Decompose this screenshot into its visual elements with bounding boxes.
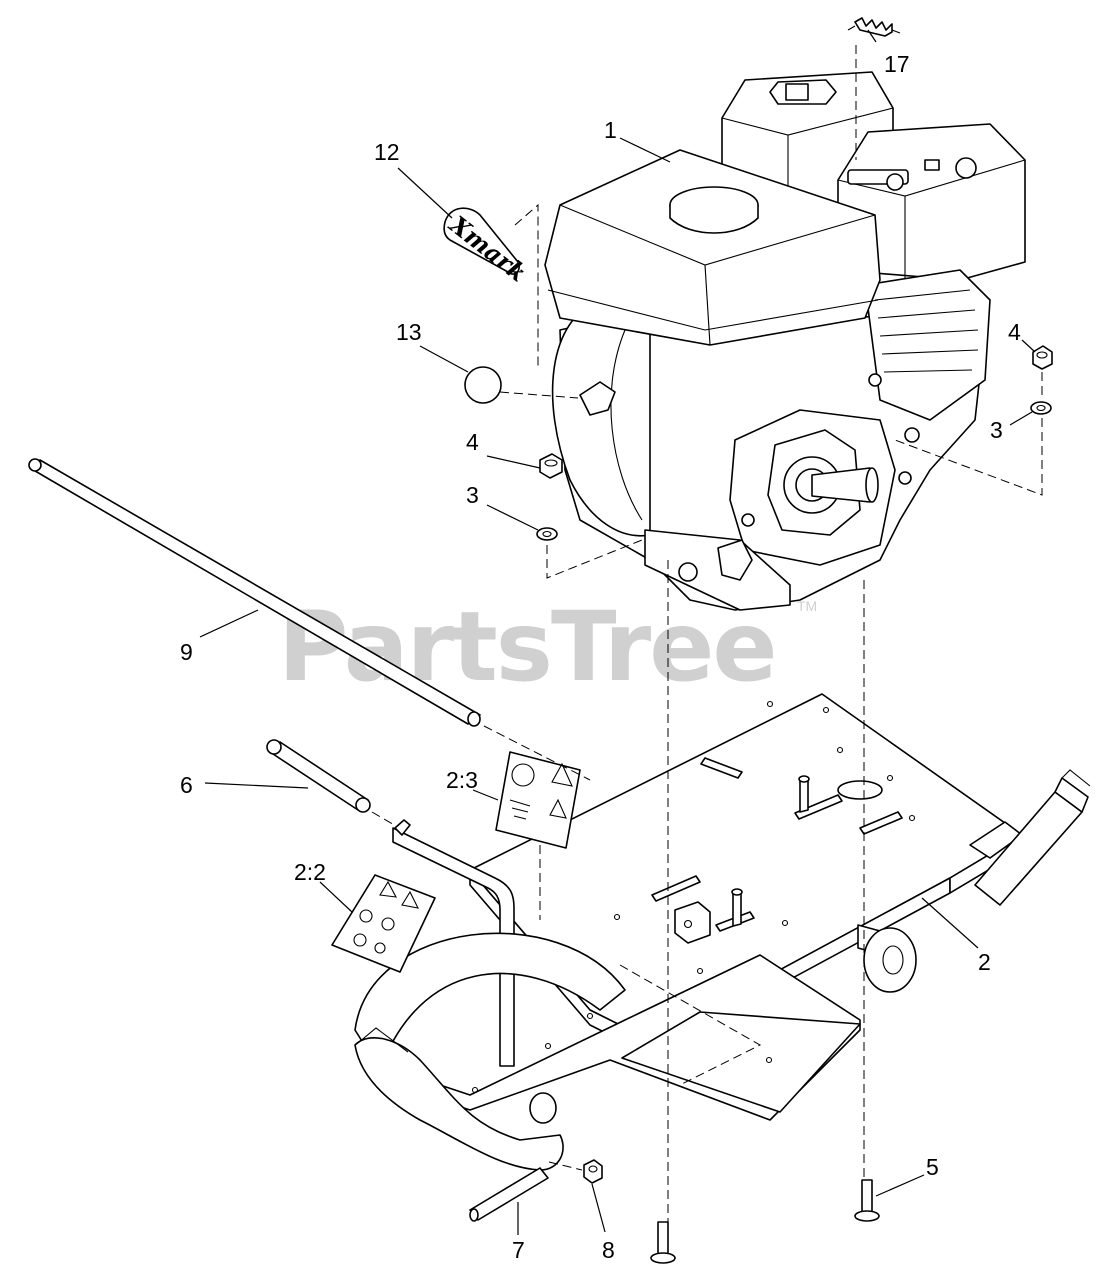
callout-17: 17 bbox=[884, 51, 910, 77]
callout-2-2: 2:2 bbox=[294, 859, 326, 885]
callout-3-left: 3 bbox=[466, 482, 479, 508]
washer-part-3-left bbox=[536, 527, 558, 541]
logo-decal-part-12: Xmark bbox=[443, 207, 532, 288]
alignment-lines bbox=[371, 45, 1043, 1222]
nut-part-4-right bbox=[1032, 345, 1053, 370]
pin-part-7 bbox=[469, 1167, 549, 1222]
engine bbox=[544, 71, 1026, 611]
callout-9: 9 bbox=[180, 639, 193, 665]
callout-leaders bbox=[199, 29, 1036, 1235]
callout-4-right: 4 bbox=[1008, 319, 1021, 345]
callout-4-left: 4 bbox=[466, 429, 479, 455]
callout-2-3: 2:3 bbox=[446, 767, 478, 793]
callout-7: 7 bbox=[512, 1237, 525, 1263]
logo-text: Xmark bbox=[443, 209, 532, 288]
short-tube-part-6 bbox=[266, 739, 371, 813]
nut-part-8 bbox=[583, 1159, 603, 1184]
callout-13: 13 bbox=[396, 319, 422, 345]
frame-platform bbox=[354, 693, 1091, 1171]
callout-12: 12 bbox=[374, 139, 400, 165]
callout-8: 8 bbox=[602, 1237, 615, 1263]
callout-6: 6 bbox=[180, 772, 193, 798]
callout-2: 2 bbox=[978, 949, 991, 975]
callouts: 1 2 2:2 2:3 3 3 4 4 5 6 7 8 9 12 13 17 bbox=[180, 51, 1021, 1263]
watermark-trademark: TM bbox=[797, 598, 817, 614]
bolt-part-5-left bbox=[650, 1221, 676, 1264]
decal-part-2-3 bbox=[495, 751, 581, 849]
callout-1: 1 bbox=[604, 117, 617, 143]
decal-part-2-2 bbox=[331, 874, 436, 973]
nut-part-4-left bbox=[539, 453, 563, 479]
spring-part-17 bbox=[847, 17, 901, 37]
callout-5: 5 bbox=[926, 1154, 939, 1180]
bolt-part-5-right bbox=[854, 1179, 880, 1222]
washer-part-3-right bbox=[1030, 401, 1052, 415]
callout-3-right: 3 bbox=[990, 417, 1003, 443]
cap-part-13 bbox=[464, 366, 502, 404]
handle-tube-part-9 bbox=[28, 458, 481, 727]
